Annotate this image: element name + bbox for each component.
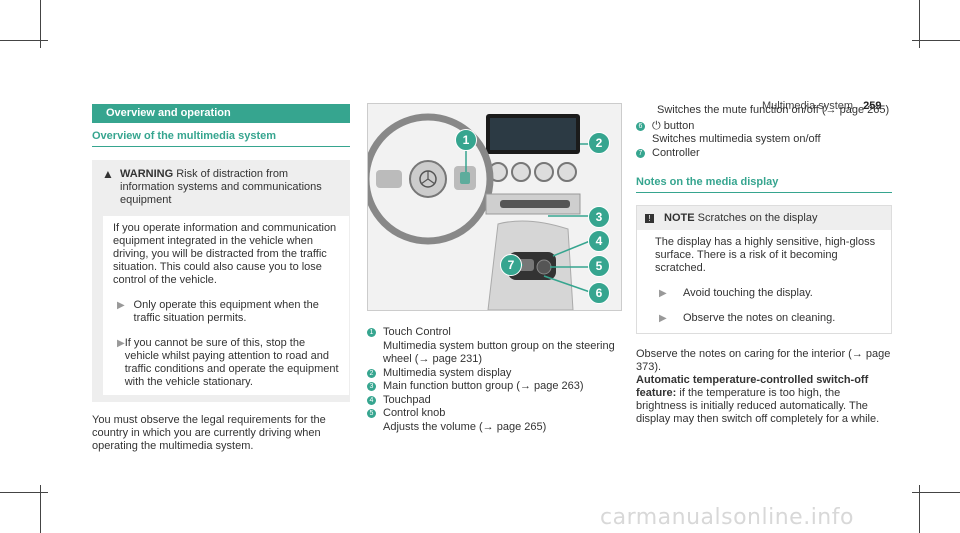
legend-number: 1 [367, 328, 376, 337]
note-icon: ! [645, 214, 654, 223]
legend-number: 4 [367, 395, 376, 405]
legend-detail: Switches multimedia system on/off [652, 133, 821, 145]
warning-box: ▲ WARNING Risk of distraction from infor… [92, 160, 350, 402]
crop-mark [919, 0, 920, 48]
legend-number: 6 [636, 121, 645, 131]
legend-detail: Adjusts the volume (→ page 265) [383, 420, 547, 433]
page-number: 259 [863, 100, 882, 112]
legend-number: 5 [367, 409, 376, 418]
bullet-text: Observe the notes on cleaning. [683, 312, 836, 324]
list-item: 4 Touchpad [367, 394, 620, 408]
legend-title: Control knob [383, 407, 446, 419]
legend-title: Touch Control [383, 326, 451, 338]
cockpit-drawing [368, 104, 621, 310]
bullet-text: Only operate this equipment when the tra… [133, 299, 319, 324]
left-column: Overview and operation Overview of the m… [92, 104, 350, 453]
paragraph: You must observe the legal requirements … [92, 414, 326, 452]
crop-mark [912, 492, 960, 493]
crop-mark [912, 40, 960, 41]
subsection-title: Overview of the multimedia system [92, 130, 350, 147]
callout-marker: 7 [500, 254, 522, 276]
callout-marker: 6 [588, 282, 610, 304]
crop-mark [40, 485, 41, 533]
legend-number: 7 [636, 148, 645, 158]
header-section: Multimedia system [762, 100, 854, 112]
arrow-right-icon: ▶ [659, 288, 667, 299]
crop-mark [40, 0, 41, 48]
arrow-right-icon: ▶ [659, 313, 667, 324]
note-body: The display has a highly sensitive, high… [655, 236, 876, 274]
crop-mark [0, 492, 48, 493]
arrow-right-icon: ▶ [117, 300, 125, 311]
callout-marker: 3 [588, 206, 610, 228]
right-column: Switches the mute function on/off (→ pag… [636, 104, 892, 426]
crop-mark [0, 40, 48, 41]
callout-marker: 4 [588, 230, 610, 252]
note-text: Scratches on the display [697, 212, 818, 224]
warning-text: Risk of distraction from information sys… [120, 168, 322, 206]
list-item: 3 Main function button group (→ page 263… [367, 380, 620, 394]
note-box: ! NOTE Scratches on the display The disp… [636, 205, 892, 334]
bullet-text: If you cannot be sure of this, stop the … [124, 337, 339, 388]
callout-marker: 1 [455, 129, 477, 151]
list-item: ▶ Observe the notes on cleaning. [655, 312, 881, 325]
crop-mark [919, 485, 920, 533]
paragraph: if the temperature is too high, the brig… [636, 387, 880, 425]
warning-body: If you operate information and communica… [113, 222, 337, 286]
legend-title: ⏻ button [652, 119, 695, 132]
arrow-right-icon: ▶ [117, 338, 125, 349]
legend-title: Touchpad [383, 393, 431, 406]
legend-detail: Multimedia system button group on the st… [383, 339, 615, 366]
legend-title: Controller [652, 146, 700, 159]
note-label: NOTE [664, 212, 695, 224]
list-item: ▶ If you cannot be sure of this, stop th… [113, 337, 341, 389]
legend-number: 2 [367, 368, 376, 378]
warning-icon: ▲ [102, 167, 114, 181]
legend-title: Multimedia system display [383, 366, 512, 379]
list-item: ▶ Avoid touching the display. [655, 287, 881, 300]
dashboard-illustration: 1 2 3 4 5 6 7 [367, 103, 622, 311]
legend-title: Main function button group (→ page 263) [383, 380, 584, 392]
callout-marker: 2 [588, 132, 610, 154]
subsection-title: Notes on the media display [636, 176, 892, 193]
continued-text: Switches the mute function on/off (→ pag… [657, 104, 890, 116]
warning-body-box: If you operate information and communica… [102, 215, 350, 396]
running-header: Multimedia system 259 [762, 100, 881, 112]
watermark: carmanualsonline.info [600, 505, 854, 530]
list-item: ▶ Only operate this equipment when the t… [113, 299, 341, 325]
list-item: 7 Controller [636, 147, 892, 161]
legend-number: 3 [367, 382, 376, 391]
paragraph-bold-lead: Automatic temperature-controlled switch-… [636, 374, 869, 399]
list-item: 2 Multimedia system display [367, 367, 620, 381]
warning-label: WARNING [120, 168, 174, 180]
bullet-text: Avoid touching the display. [683, 287, 813, 299]
callout-marker: 5 [588, 255, 610, 277]
paragraph: Observe the notes on caring for the inte… [636, 348, 891, 373]
section-title: Overview and operation [92, 104, 350, 123]
